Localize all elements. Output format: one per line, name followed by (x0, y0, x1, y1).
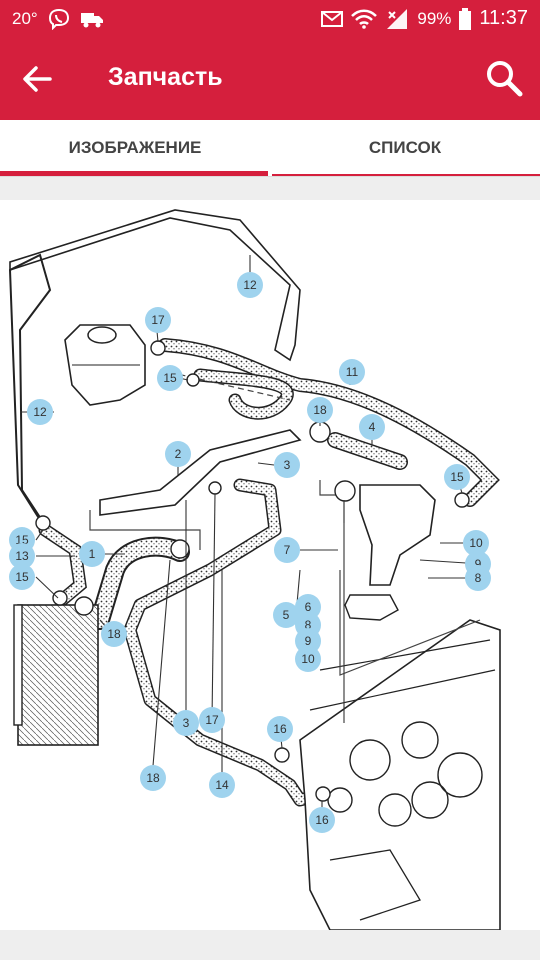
callout-6[interactable]: 6 (295, 594, 321, 620)
callout-16[interactable]: 16 (309, 807, 335, 833)
callout-11[interactable]: 11 (339, 359, 365, 385)
page-title: Запчасть (108, 63, 223, 91)
radiator (13, 604, 99, 746)
callout-16[interactable]: 16 (267, 716, 293, 742)
callout-10[interactable]: 10 (295, 646, 321, 672)
callout-label: 10 (469, 536, 483, 550)
callout-18[interactable]: 18 (140, 765, 166, 791)
callout-2[interactable]: 2 (165, 441, 191, 467)
viber-icon (48, 8, 69, 30)
callout-label: 7 (284, 543, 291, 557)
tab-bar: ИЗОБРАЖЕНИЕ СПИСОК (0, 120, 540, 177)
callout-7[interactable]: 7 (274, 537, 300, 563)
tab-list-label: СПИСОК (368, 138, 442, 157)
truck-icon (80, 13, 103, 28)
callout-15[interactable]: 15 (157, 365, 183, 391)
callout-label: 15 (163, 371, 177, 385)
callout-label: 3 (284, 458, 291, 472)
callout-label: 5 (283, 608, 290, 622)
callout-label: 12 (243, 278, 257, 292)
callout-3[interactable]: 3 (173, 710, 199, 736)
callout-17[interactable]: 17 (145, 307, 171, 333)
callout-label: 11 (346, 365, 359, 379)
callout-5[interactable]: 5 (273, 602, 299, 628)
parts-diagram[interactable]: 1217151118415122317315131511814187109856… (0, 200, 540, 931)
callout-10[interactable]: 10 (463, 530, 489, 556)
callout-label: 3 (183, 716, 190, 730)
expansion-tank (64, 324, 146, 406)
callout-13[interactable]: 13 (9, 543, 35, 569)
callout-label: 2 (175, 447, 182, 461)
search-icon[interactable] (484, 58, 524, 98)
callout-label: 14 (215, 778, 229, 792)
callout-label: 4 (369, 420, 376, 434)
callout-12[interactable]: 12 (27, 399, 53, 425)
callout-label: 9 (475, 557, 482, 571)
callout-label: 18 (146, 771, 160, 785)
tab-image-label: ИЗОБРАЖЕНИЕ (68, 138, 202, 157)
clock: 11:37 (479, 7, 528, 29)
callout-label: 13 (15, 549, 29, 563)
callout-label: 16 (315, 813, 329, 827)
callout-label: 6 (305, 600, 312, 614)
battery-icon (459, 7, 472, 30)
callout-label: 9 (305, 634, 312, 648)
hose-11 (158, 338, 500, 507)
thermostat-housing (359, 484, 436, 586)
app-bar: Запчасть (0, 36, 540, 120)
callout-label: 17 (205, 713, 219, 727)
back-arrow-icon[interactable] (20, 62, 54, 96)
callout-label: 18 (313, 403, 327, 417)
callout-label: 15 (15, 570, 29, 584)
callout-label: 17 (151, 313, 165, 327)
active-tab-indicator (0, 171, 268, 176)
tab-list[interactable]: СПИСОК (270, 120, 540, 176)
callout-3[interactable]: 3 (274, 452, 300, 478)
callout-4[interactable]: 4 (359, 414, 385, 440)
callout-12[interactable]: 12 (237, 272, 263, 298)
callout-17[interactable]: 17 (199, 707, 225, 733)
tab-underline (272, 174, 540, 176)
status-bar: 20° 99% 11:37 (0, 0, 540, 36)
callout-label: 10 (301, 652, 315, 666)
callout-label: 8 (305, 618, 312, 632)
temperature-text: 20° (12, 9, 38, 28)
callout-15[interactable]: 15 (9, 564, 35, 590)
callout-label: 1 (89, 547, 96, 561)
callout-14[interactable]: 14 (209, 772, 235, 798)
callout-8[interactable]: 8 (465, 565, 491, 591)
callout-label: 18 (107, 627, 121, 641)
email-icon (321, 10, 344, 27)
signal-icon (387, 8, 408, 29)
callout-label: 15 (450, 470, 464, 484)
hose-12 (8, 253, 52, 526)
callout-18[interactable]: 18 (307, 397, 333, 423)
callout-label: 16 (273, 722, 287, 736)
callout-9[interactable]: 9 (295, 628, 321, 654)
tab-image[interactable]: ИЗОБРАЖЕНИЕ (0, 120, 270, 176)
callout-label: 8 (475, 571, 482, 585)
battery-percent: 99% (417, 8, 452, 28)
pipe-2 (99, 429, 302, 516)
callout-1[interactable]: 1 (79, 541, 105, 567)
callout-15[interactable]: 15 (444, 464, 470, 490)
callout-18[interactable]: 18 (101, 621, 127, 647)
wifi-icon (351, 9, 378, 29)
callout-label: 12 (33, 405, 47, 419)
engine-block (299, 619, 501, 931)
